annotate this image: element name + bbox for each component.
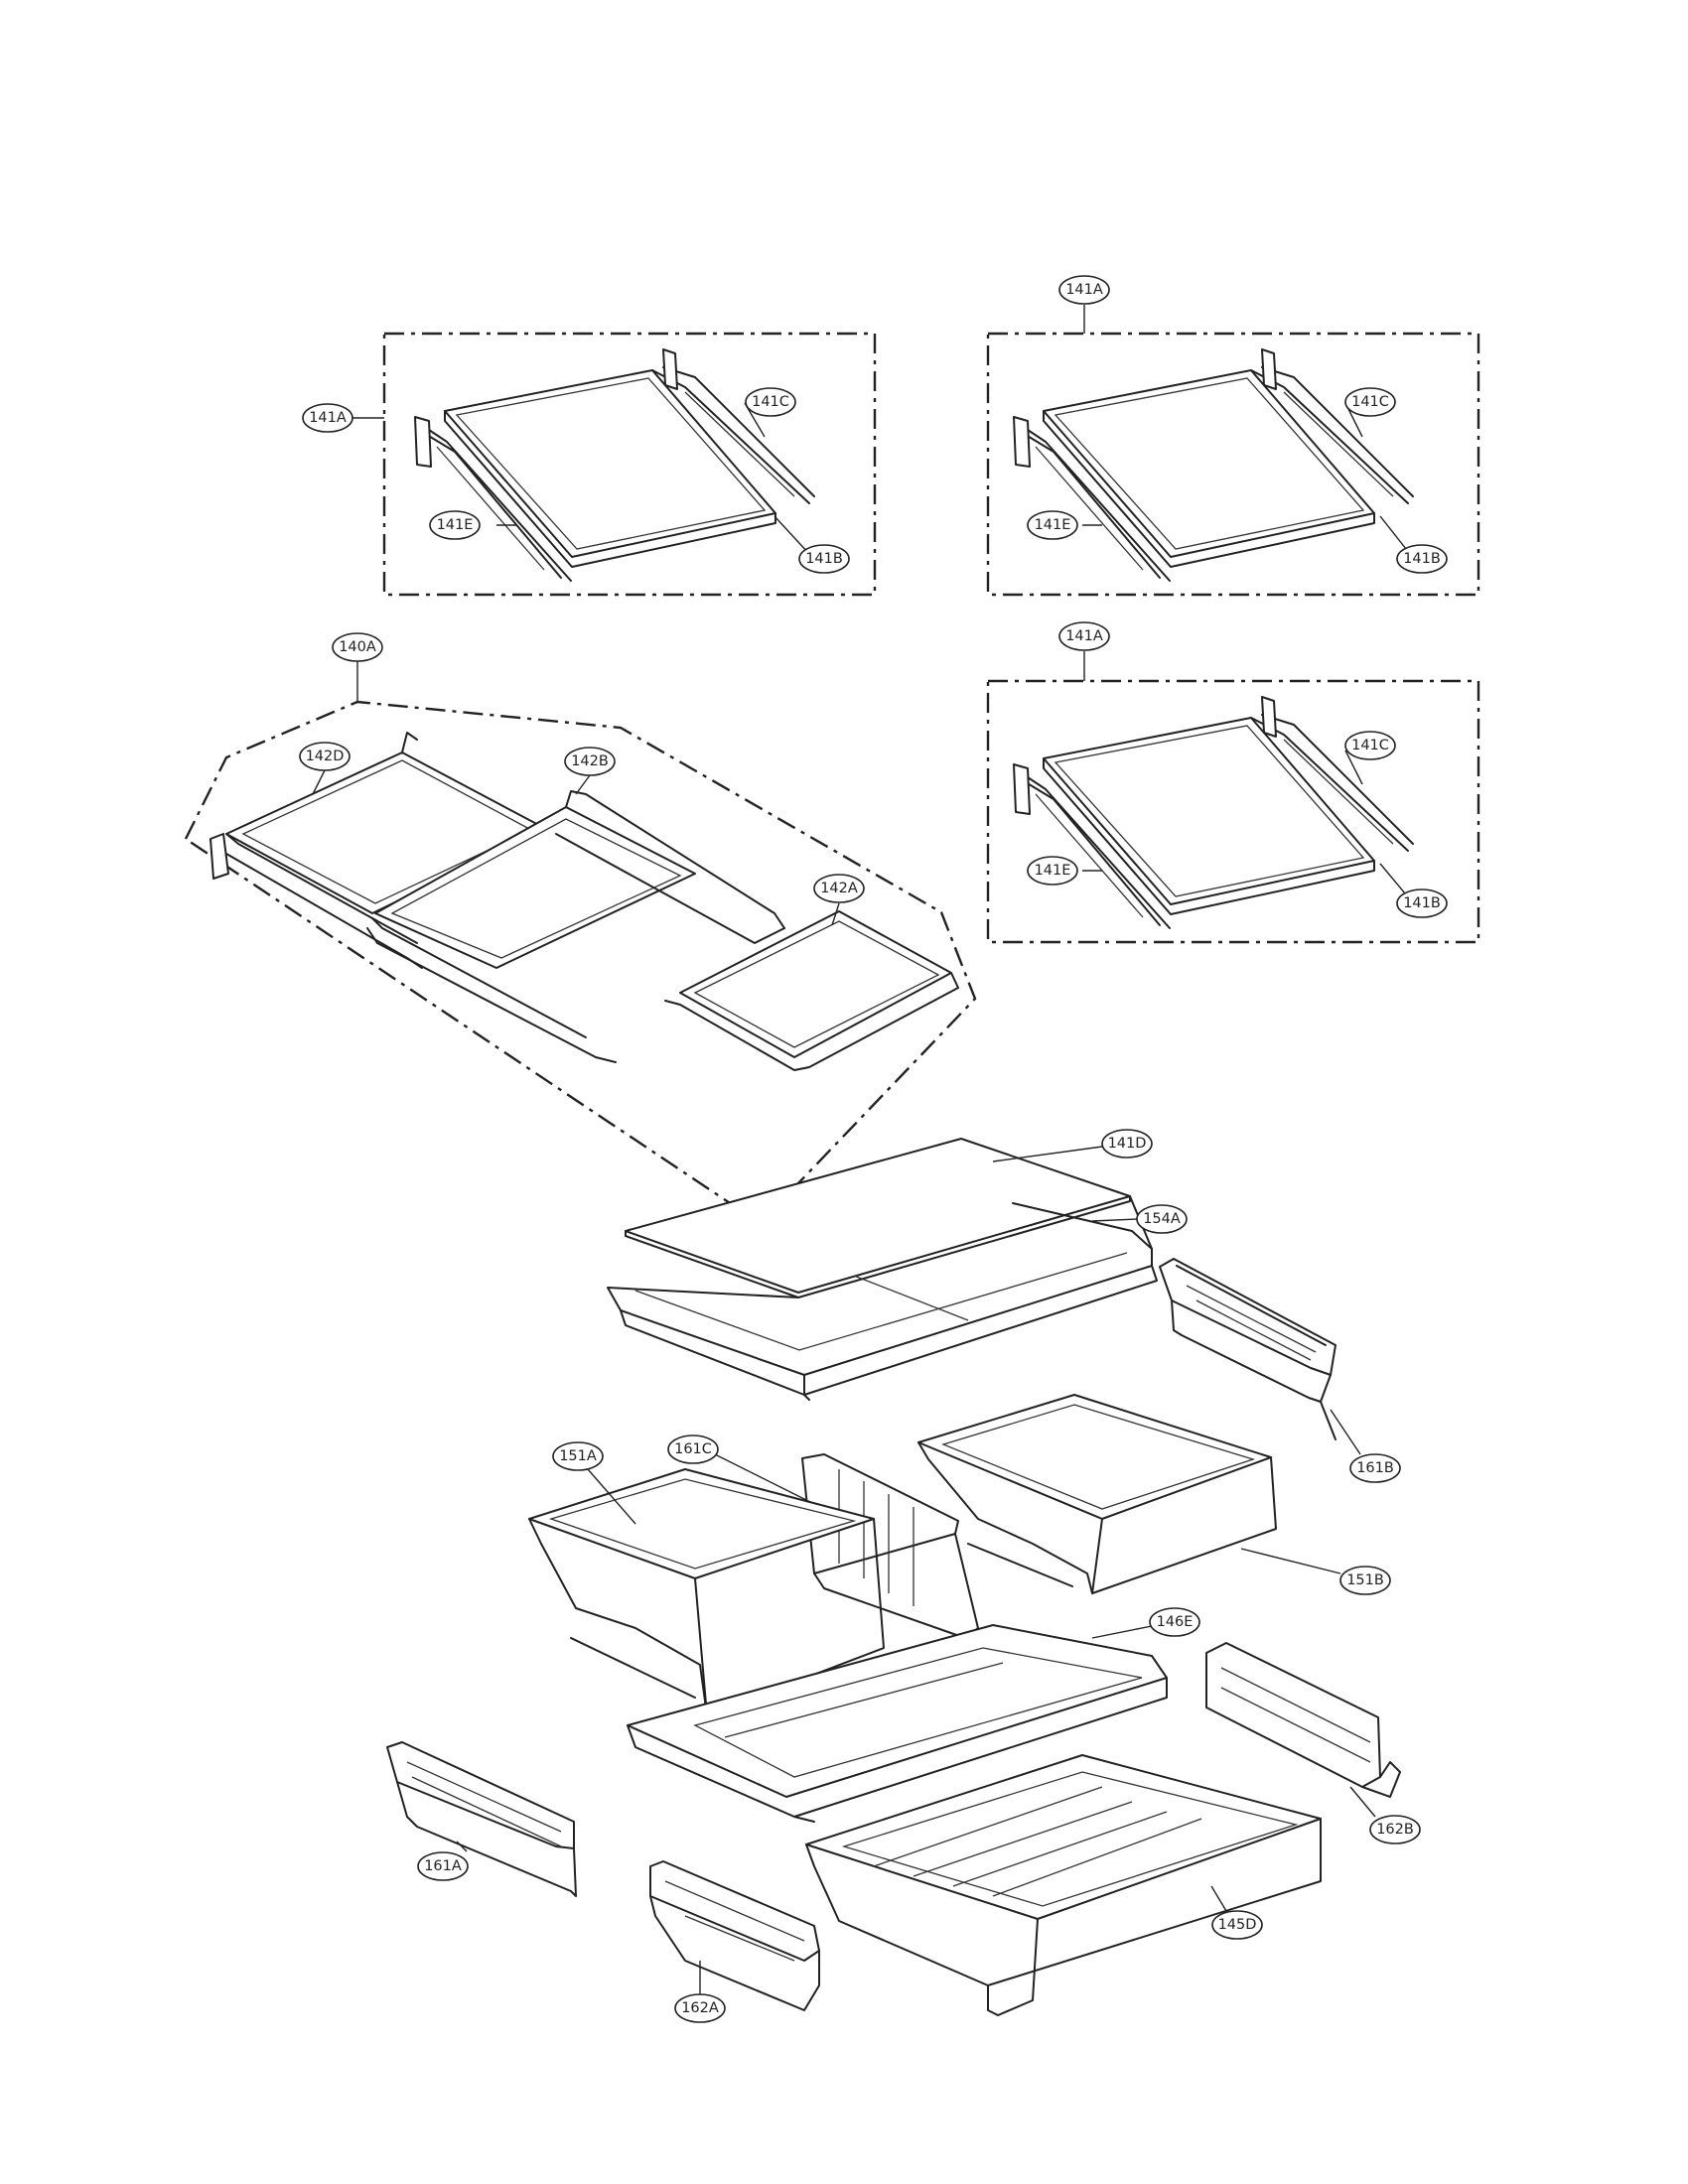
callout-text: 141A (1065, 282, 1103, 298)
shelf-3-glass (1043, 717, 1375, 915)
shelf-assembly-2: 141A 141C 141E 141B (986, 275, 1480, 597)
part-154A-crisper-cover (607, 1195, 1158, 1401)
shelf-1-glass (444, 369, 776, 568)
callout-text: 161B (1356, 1460, 1394, 1476)
callout-151A: 151A (552, 1441, 604, 1471)
callout-text: 141D (1108, 1136, 1147, 1152)
callout-162B: 162B (1369, 1815, 1421, 1844)
callout-142B: 142B (564, 747, 616, 776)
callout-text: 145D (1218, 1917, 1257, 1933)
part-162B-right-support (1205, 1642, 1401, 1818)
callout-140A: 140A (332, 632, 383, 662)
callout-161C: 161C (667, 1434, 719, 1464)
shelf-142A-glass (664, 910, 959, 1071)
callout-161B: 161B (1349, 1453, 1401, 1483)
callout-text: 141E (1035, 517, 1071, 533)
callout-text: 161C (674, 1441, 712, 1457)
assembly-3-boundary (986, 679, 1480, 944)
callout-141C-assembly-3: 141C (1344, 731, 1396, 760)
part-162A-front-support (649, 1860, 820, 2011)
callout-162A: 162A (674, 1993, 726, 2023)
callout-141C-assembly-1: 141C (745, 387, 796, 417)
callout-142A: 142A (813, 874, 865, 903)
callout-text: 151B (1346, 1572, 1384, 1588)
callout-141E-assembly-2: 141E (1027, 510, 1078, 540)
callout-text: 141C (1351, 394, 1389, 410)
callout-141C-assembly-2: 141C (1344, 387, 1396, 417)
shelf-3-right-rail (1250, 696, 1414, 852)
callout-text: 151A (559, 1448, 597, 1464)
callout-141E-assembly-1: 141E (429, 510, 481, 540)
callout-141E-assembly-3: 141E (1027, 856, 1078, 886)
callout-text: 146E (1157, 1614, 1194, 1630)
callout-141B-assembly-2: 141B (1396, 544, 1448, 574)
callout-text: 162A (681, 2000, 719, 2016)
folding-shelf-assembly: 140A 142D 142B 142A (184, 632, 977, 1215)
callout-text: 142A (820, 881, 858, 896)
shelf-142D-frame (210, 732, 547, 969)
callout-text: 141B (1403, 551, 1441, 567)
callout-145D: 145D (1211, 1910, 1263, 1940)
shelf-1-left-rail (414, 416, 572, 582)
callout-text: 161A (424, 1858, 462, 1874)
callout-text: 162B (1376, 1822, 1414, 1838)
callout-text: 141C (752, 394, 789, 410)
part-161B-right-support (1159, 1258, 1361, 1455)
callout-154A: 154A (1136, 1204, 1188, 1234)
part-151B-right-drawer (917, 1394, 1341, 1594)
callout-text: 141A (309, 410, 347, 426)
shelf-142B-frame (366, 790, 785, 1063)
callout-text: 154A (1143, 1211, 1181, 1227)
assembly-2-boundary (986, 332, 1480, 597)
callout-text: 141B (805, 551, 843, 567)
part-146E-tray-cover (627, 1624, 1168, 1823)
shelf-2-glass (1043, 369, 1375, 568)
callout-text: 140A (339, 639, 376, 655)
callout-141A-assembly-2: 141A (1058, 275, 1110, 305)
part-141D-glass-sheet (625, 1138, 1131, 1298)
shelf-2-left-rail (1013, 416, 1171, 582)
callout-142D: 142D (299, 742, 351, 771)
shelf-2-right-rail (1250, 348, 1414, 504)
part-151A-left-drawer (528, 1468, 885, 1716)
callout-text: 141A (1065, 628, 1103, 644)
callout-text: 142D (306, 749, 345, 764)
part-161A-left-support (386, 1741, 577, 1897)
callout-146E: 146E (1149, 1607, 1200, 1637)
callout-text: 141C (1351, 738, 1389, 753)
callout-141D: 141D (1101, 1129, 1153, 1159)
part-145D-bottom-drawer (805, 1754, 1322, 2016)
assembly-1-boundary (382, 332, 877, 597)
shelf-assembly-1: 141A 141C 141E 141B (302, 332, 877, 597)
crisper-assembly: 141D 154A 161B 151A 161C 151B 146E 161A (386, 1129, 1421, 2023)
shelf-3-left-rail (1013, 763, 1171, 929)
callout-text: 141E (437, 517, 474, 533)
callout-text: 142B (571, 753, 609, 769)
callout-text: 141E (1035, 863, 1071, 879)
part-161C-divider (714, 1453, 979, 1639)
callout-141A-assembly-3: 141A (1058, 621, 1110, 651)
shelf-assembly-3: 141A 141C 141E 141B (986, 621, 1480, 944)
shelf-1-right-rail (651, 348, 815, 504)
callout-141B-assembly-1: 141B (798, 544, 850, 574)
callout-141A-assembly-1: 141A (302, 403, 353, 433)
callout-text: 141B (1403, 895, 1441, 911)
callout-151B: 151B (1339, 1566, 1391, 1595)
callout-141B-assembly-3: 141B (1396, 888, 1448, 918)
callout-161A: 161A (417, 1851, 469, 1881)
